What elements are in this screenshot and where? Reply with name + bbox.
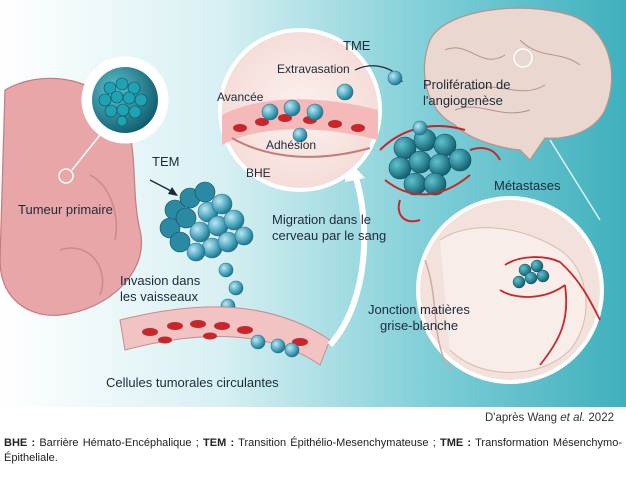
legend-bhe-abbr: BHE : — [4, 437, 36, 449]
blood-vessel — [119, 306, 331, 366]
legend-tme-abbr: TME : — [439, 437, 472, 449]
label-cellules-circulantes: Cellules tumorales circulantes — [106, 375, 279, 390]
legend-tem-text: Transition Épithélio-Mesenchymateuse ; — [234, 437, 440, 449]
primary-tumor-magnifier — [71, 56, 169, 171]
label-invasion-line2: les vaisseaux — [120, 289, 199, 304]
label-tme: TME — [343, 38, 371, 53]
tem-cell-cluster — [149, 179, 254, 314]
label-jonction-line2: grise-blanche — [380, 318, 459, 333]
metastasis-illustration — [0, 0, 626, 407]
label-invasion-line1: Invasion dans — [120, 273, 201, 288]
label-tumeur-primaire: Tumeur primaire — [18, 202, 113, 217]
legend-bhe-text: Barrière Hémato-Encéphalique ; — [35, 437, 204, 449]
migration-arrow — [327, 174, 368, 347]
extravasation-magnifier — [218, 28, 382, 192]
label-migration-line2: cerveau par le sang — [272, 228, 387, 243]
label-proliferation-line2: l'angiogenèse — [423, 93, 503, 108]
label-jonction-line1: Jonction matières — [368, 302, 470, 317]
label-tem: TEM — [152, 154, 180, 169]
label-extravasation: Extravasation — [277, 62, 350, 76]
abbreviation-legend: BHE : Barrière Hémato-Encéphalique ; TEM… — [4, 436, 622, 466]
label-bhe: BHE — [246, 166, 271, 180]
source-credit: D'après Wang et al. 2022 — [485, 412, 614, 424]
brain-section-magnifier — [416, 139, 604, 384]
label-proliferation-line1: Prolifération de — [423, 77, 511, 92]
legend-tme-text: Transformation Mésenchymo-Épitheliale. — [4, 437, 622, 464]
angiogenesis-cluster — [379, 120, 501, 223]
label-metastases: Métastases — [494, 178, 561, 193]
label-adhesion: Adhésion — [266, 138, 317, 152]
label-avancee: Avancée — [217, 90, 264, 104]
brain — [423, 7, 613, 161]
legend-tem-abbr: TEM : — [203, 437, 235, 449]
label-migration-line1: Migration dans le — [272, 212, 371, 227]
